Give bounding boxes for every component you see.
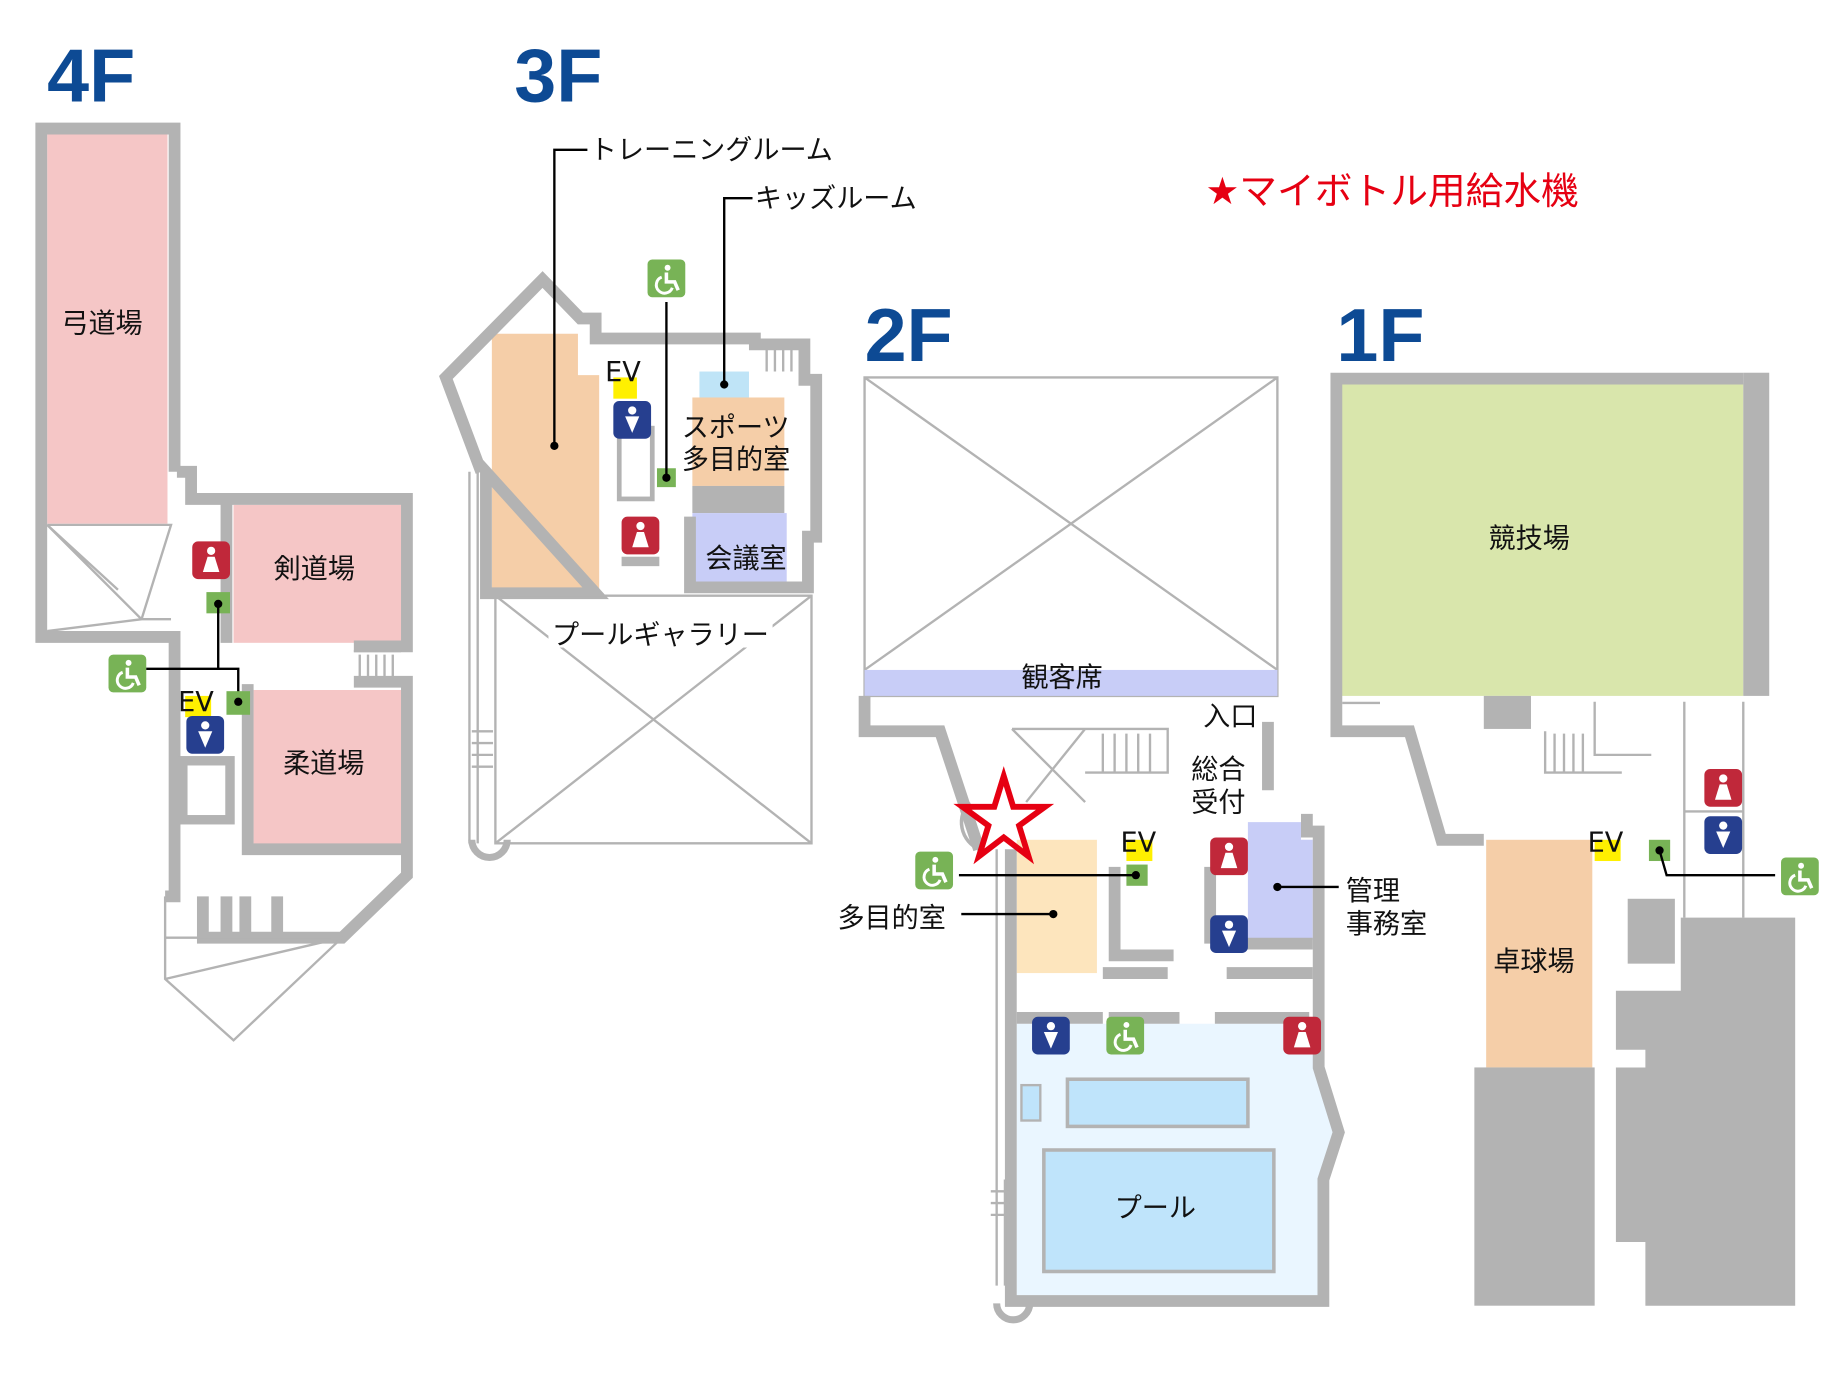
ev-label: EV: [178, 687, 214, 718]
label-arena: 競技場: [1489, 523, 1570, 554]
ev-label: EV: [1121, 828, 1157, 859]
label-office-2: 事務室: [1346, 909, 1427, 940]
wall: [35, 122, 181, 903]
room-conference: [692, 513, 787, 582]
male-restroom-icon: [186, 715, 225, 754]
label-training: トレーニングルーム: [590, 135, 833, 166]
label-pool: プール: [1115, 1193, 1196, 1224]
floor-2f: 2F 観客席 入口 総合 受付 EV 多目的室 管理 事務室 プール: [837, 293, 1427, 1324]
floor-4f: 4F EV 弓道場 剣道場 柔道場: [35, 33, 413, 1042]
male-restroom-icon: [1704, 816, 1743, 854]
female-restroom-icon: [1283, 1016, 1322, 1055]
label-kendojo: 剣道場: [274, 554, 355, 585]
female-restroom-icon: [621, 516, 660, 555]
male-restroom-icon: [1210, 915, 1248, 954]
label-judojo: 柔道場: [283, 749, 364, 780]
female-restroom-icon: [1210, 837, 1248, 876]
label-pool-gallery: プールギャラリー: [552, 620, 769, 651]
female-restroom-icon: [1704, 769, 1743, 807]
label-sports-2: 多目的室: [682, 444, 790, 475]
label-multipurpose: 多目的室: [837, 903, 945, 934]
elevator-marker: [613, 377, 637, 399]
legend-water-dispenser: ★マイボトル用給水機: [1205, 169, 1578, 213]
floor-3f: 3F トレーニングルーム キッズルーム EV スポーツ 多目的室 会議室 プール…: [439, 33, 917, 862]
ev-label: EV: [1588, 828, 1624, 859]
wheelchair-icon: [913, 849, 955, 892]
label-reception-1: 総合: [1191, 754, 1245, 785]
pool: [1042, 1148, 1276, 1274]
floor-label-4f: 4F: [47, 33, 135, 117]
room-multipurpose: [1016, 839, 1097, 974]
wheelchair-icon: [106, 652, 149, 695]
label-seats: 観客席: [1021, 662, 1102, 693]
area-arena: [1341, 383, 1744, 696]
room-kendojo: [233, 504, 402, 643]
female-restroom-icon: [192, 541, 231, 580]
male-restroom-icon: [1032, 1016, 1070, 1055]
star-icon: [953, 766, 1055, 865]
room-kyudojo: [47, 134, 168, 524]
room-office: [1247, 822, 1313, 941]
label-conference: 会議室: [705, 543, 786, 574]
label-kids: キッズルーム: [755, 184, 917, 215]
male-restroom-icon: [613, 401, 652, 439]
area-seats: [864, 669, 1278, 696]
room-training: [491, 333, 600, 594]
room-judojo: [253, 690, 402, 847]
ev-label: EV: [605, 357, 641, 388]
elevator-marker: [1594, 839, 1621, 862]
label-reception-2: 受付: [1191, 787, 1245, 818]
label-sports-1: スポーツ: [682, 412, 790, 443]
label-entrance: 入口: [1203, 701, 1257, 732]
floor-label-2f: 2F: [865, 293, 953, 377]
room-sports: [692, 397, 785, 486]
floor-label-1f: 1F: [1336, 293, 1424, 377]
elevator-marker: [185, 695, 212, 718]
room-table-tennis: [1486, 839, 1593, 1068]
wheelchair-icon: [645, 257, 688, 300]
wheelchair-icon: [1779, 855, 1821, 898]
floor-1f: 1F EV 競技場 卓球場: [1330, 293, 1821, 1306]
elevator-marker: [1126, 839, 1153, 862]
wheelchair-icon: [1104, 1014, 1146, 1057]
label-table-tennis: 卓球場: [1493, 947, 1574, 978]
label-office-1: 管理: [1346, 876, 1400, 907]
floor-label-3f: 3F: [514, 33, 602, 117]
label-kyudojo: 弓道場: [61, 309, 142, 340]
